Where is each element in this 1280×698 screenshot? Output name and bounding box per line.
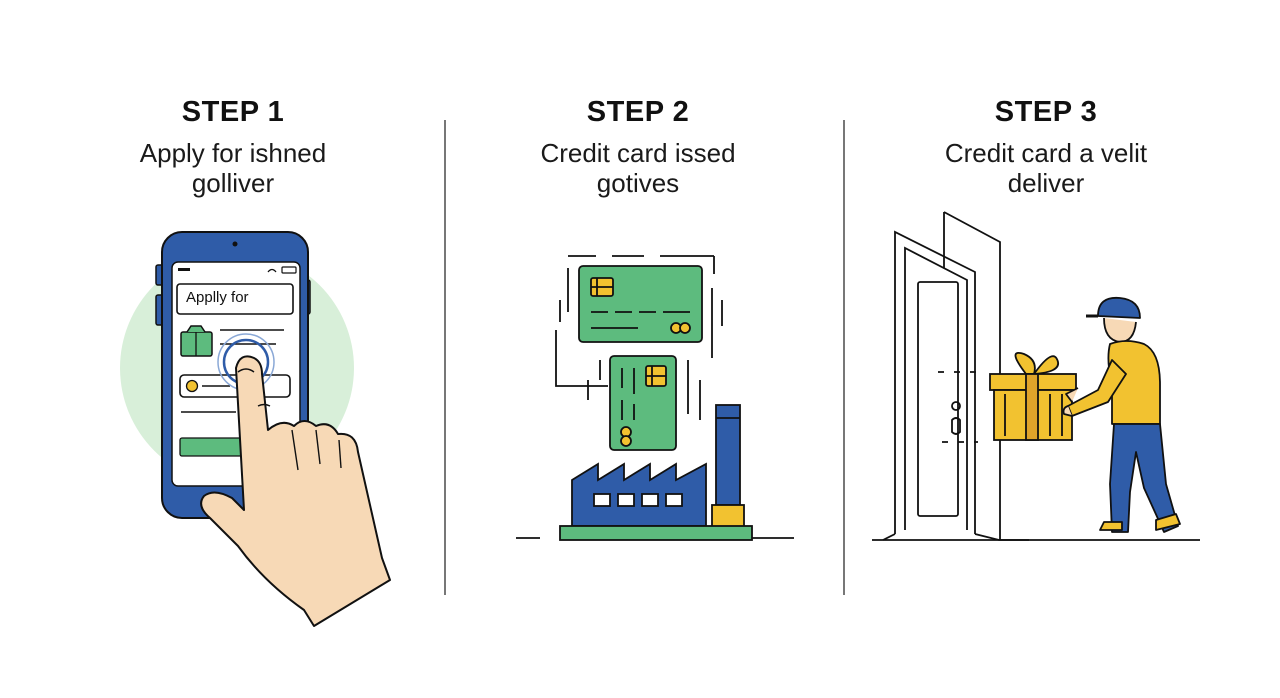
step-3-caption: Credit card a velit deliver bbox=[846, 138, 1246, 198]
step-3-title: STEP 3 bbox=[994, 96, 1098, 128]
divider-left bbox=[444, 120, 446, 595]
step-1-caption: Apply for ishned golliver bbox=[33, 138, 433, 198]
step-1-caption-line1: Apply for ishned bbox=[139, 138, 327, 168]
divider-right bbox=[843, 120, 845, 595]
step-2-caption-line1: Credit card issed bbox=[540, 138, 736, 168]
finger-tap-icon bbox=[200, 333, 391, 627]
door-icon bbox=[872, 211, 1200, 541]
step-2-caption: Credit card issed gotives bbox=[438, 138, 838, 198]
step-1-title: STEP 1 bbox=[181, 96, 285, 128]
step-2-title: STEP 2 bbox=[586, 96, 690, 128]
step-3-caption-line2: deliver bbox=[1007, 168, 1085, 198]
credit-card-icon bbox=[555, 255, 723, 451]
step-1-caption-line2: golliver bbox=[191, 168, 275, 198]
delivery-person-icon bbox=[1062, 296, 1181, 533]
gift-box-icon bbox=[989, 352, 1077, 441]
phone-input-label: Applly for bbox=[186, 289, 249, 306]
step-2-caption-line2: gotives bbox=[596, 168, 680, 198]
step-3-caption-line1: Credit card a velit bbox=[944, 138, 1148, 168]
factory-icon bbox=[516, 404, 794, 541]
